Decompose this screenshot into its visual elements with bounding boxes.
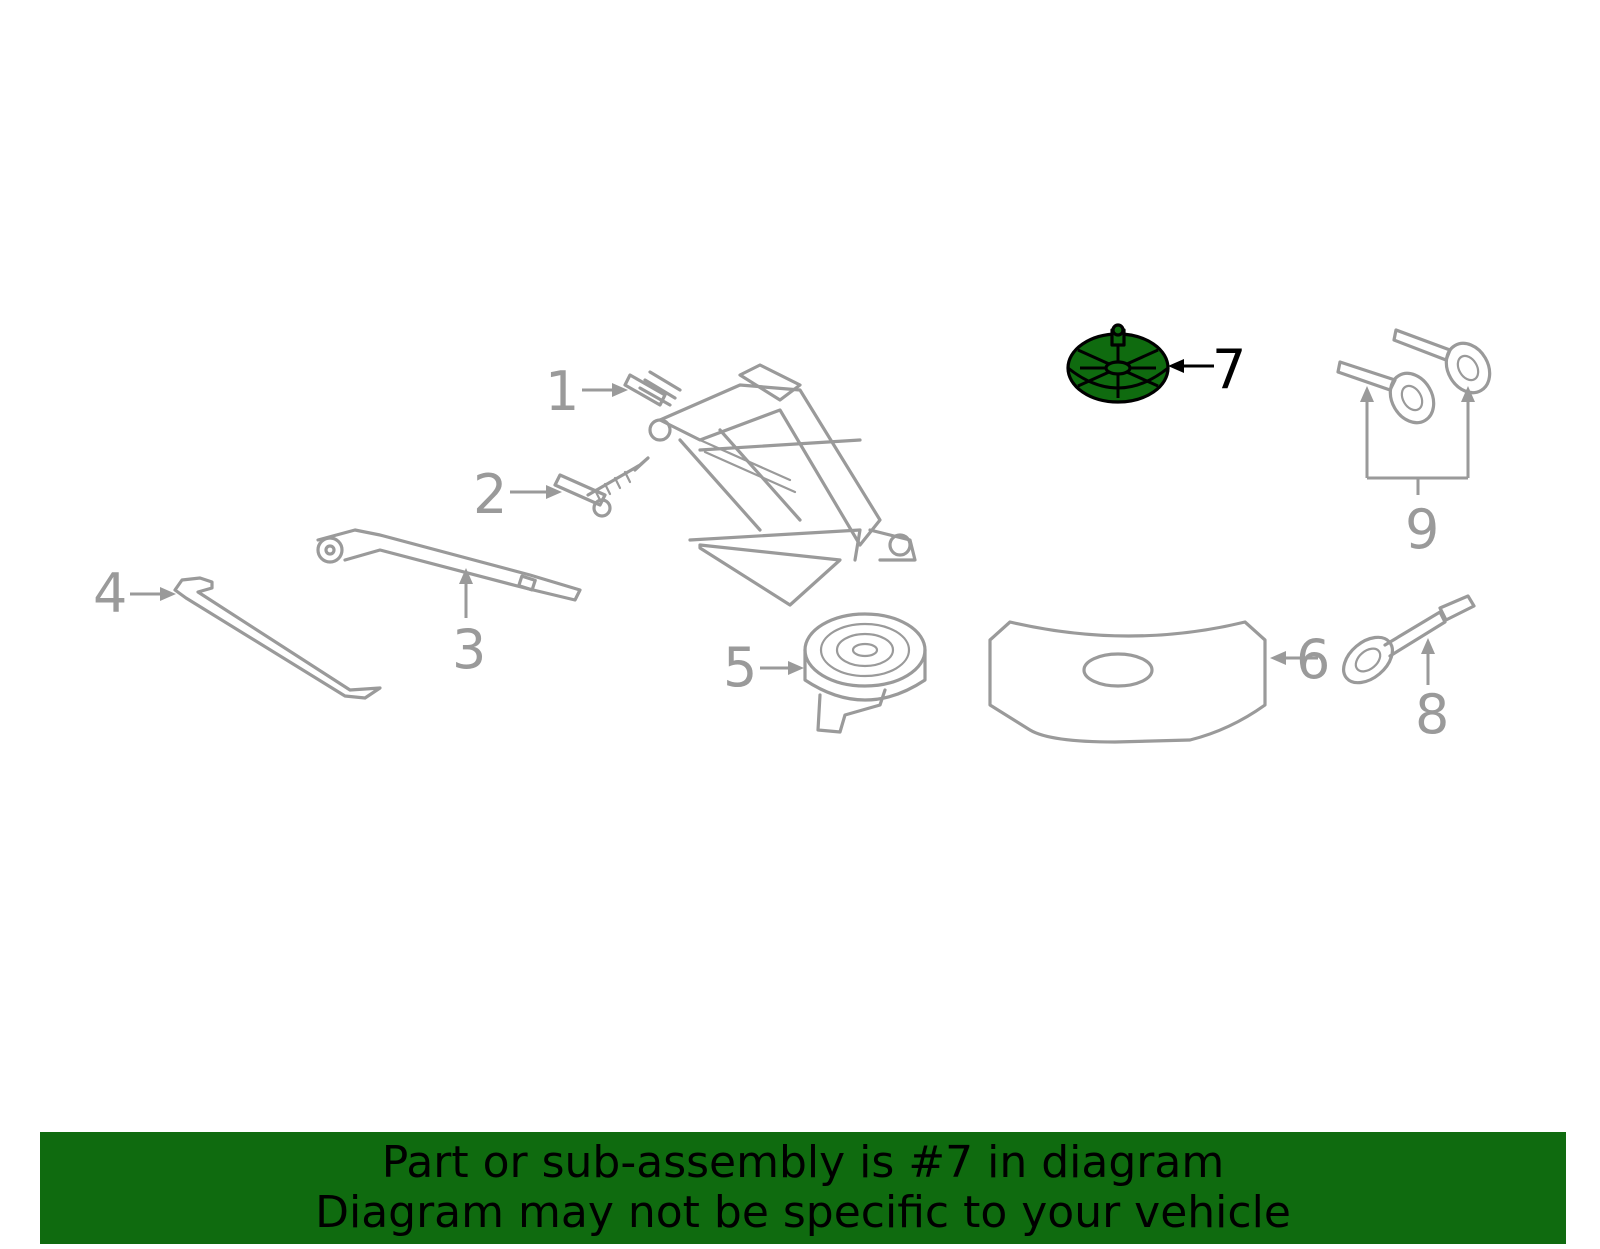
callout-7: 7 <box>1212 338 1246 401</box>
callout-6: 6 <box>1296 628 1330 691</box>
banner-line-1: Part or sub-assembly is #7 in diagram <box>381 1137 1225 1188</box>
callout-8: 8 <box>1415 683 1449 746</box>
callout-2: 2 <box>473 463 507 526</box>
part-9-tow-eyes[interactable] <box>1336 328 1498 495</box>
part-3-lug-wrench[interactable] <box>316 528 582 602</box>
callout-9: 9 <box>1405 498 1439 561</box>
part-2-bolt[interactable] <box>553 456 650 518</box>
part-7-highlighted[interactable] <box>1066 323 1170 404</box>
part-8-tow-hook[interactable] <box>1335 594 1476 692</box>
callout-3: 3 <box>452 618 486 681</box>
callout-4: 4 <box>93 562 127 625</box>
info-banner: Part or sub-assembly is #7 in diagram Di… <box>40 1132 1566 1244</box>
part-6-spacer[interactable] <box>988 620 1267 744</box>
callout-1: 1 <box>545 360 579 423</box>
part-5-bracket[interactable] <box>803 612 927 734</box>
part-1-scissor-jack[interactable] <box>623 363 917 607</box>
callout-5: 5 <box>723 636 757 699</box>
banner-line-2: Diagram may not be specific to your vehi… <box>315 1187 1291 1238</box>
leader-arrows <box>130 359 1435 685</box>
part-4-jack-handle[interactable] <box>173 576 382 700</box>
